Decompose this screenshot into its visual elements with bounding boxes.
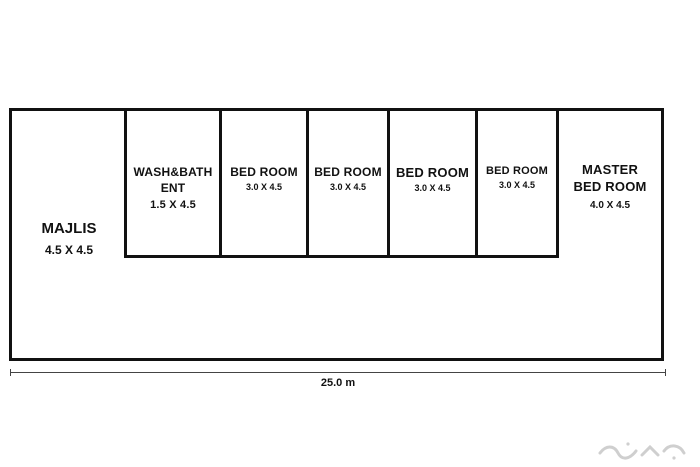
bed-room-1-label: BED ROOM — [230, 165, 298, 179]
dimension-tick-right — [665, 369, 666, 376]
bed-room-1: BED ROOM 3.0 X 4.5 — [219, 108, 309, 258]
bed-room-3: BED ROOM 3.0 X 4.5 — [387, 108, 478, 258]
bed-room-3-dimensions: 3.0 X 4.5 — [414, 183, 451, 193]
bed-room-2-label: BED ROOM — [314, 165, 382, 179]
wash-bath-room: WASH&BATH ENT 1.5 X 4.5 — [124, 108, 222, 258]
watermark-logo — [598, 442, 686, 460]
total-length-label: 25.0 m — [320, 377, 356, 389]
bed-room-2: BED ROOM 3.0 X 4.5 — [306, 108, 390, 258]
dimension-tick-left — [10, 369, 11, 376]
majlis-room: MAJLIS 4.5 X 4.5 — [12, 220, 126, 257]
master-bed-room: MASTER BED ROOM 4.0 X 4.5 — [559, 162, 661, 211]
bed-room-1-dimensions: 3.0 X 4.5 — [245, 182, 283, 192]
total-length-dimension-line — [10, 372, 666, 373]
master-bed-room-label-line2: BED ROOM — [573, 179, 647, 194]
majlis-dimensions: 4.5 X 4.5 — [44, 243, 94, 257]
bed-room-3-label: BED ROOM — [395, 165, 470, 180]
wash-bath-label-line1: WASH&BATH — [133, 165, 213, 179]
master-bed-room-label-line1: MASTER — [581, 162, 639, 177]
majlis-label: MAJLIS — [41, 220, 97, 237]
bed-room-4-label: BED ROOM — [485, 165, 549, 177]
bed-room-2-dimensions: 3.0 X 4.5 — [329, 182, 367, 192]
wash-bath-label-line2: ENT — [160, 181, 186, 195]
master-bed-room-dimensions: 4.0 X 4.5 — [589, 200, 631, 211]
bed-room-4: BED ROOM 3.0 X 4.5 — [475, 108, 559, 258]
wash-bath-dimensions: 1.5 X 4.5 — [150, 199, 196, 211]
bed-room-4-dimensions: 3.0 X 4.5 — [498, 180, 536, 190]
